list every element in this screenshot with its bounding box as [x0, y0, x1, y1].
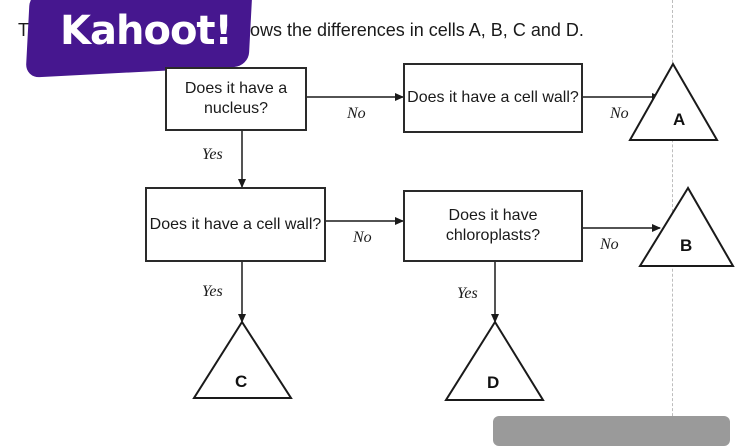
box-cell-wall-2-text: Does it have a cell wall? [149, 215, 322, 233]
label-nucleus-no: No [347, 105, 366, 122]
result-b-label: B [680, 236, 693, 255]
label-chloro-yes: Yes [457, 285, 478, 302]
result-c-label: C [235, 372, 248, 391]
result-a-label: A [673, 110, 686, 129]
box-nucleus: Does it have a nucleus? [165, 67, 307, 131]
triangle-a [628, 61, 719, 141]
intro-rest: hows the differences in cells A, B, C an… [240, 20, 584, 40]
box-chloroplasts: Does it have chloroplasts? [403, 190, 583, 262]
box-chloroplasts-text: Does it have chloroplasts? [445, 207, 541, 244]
label-wall1-no: No [610, 105, 629, 122]
box-cell-wall-1: Does it have a cell wall? [403, 63, 583, 133]
label-nucleus-yes: Yes [202, 146, 223, 163]
label-chloro-no: No [600, 236, 619, 253]
box-nucleus-text: Does it have a nucleus? [184, 80, 288, 117]
triangle-b [638, 186, 735, 267]
triangle-d [444, 320, 545, 401]
kahoot-logo-text: Kahoot! [60, 8, 233, 54]
label-wall2-no: No [353, 229, 372, 246]
intro-lead: T [18, 20, 29, 40]
flowchart-connectors [192, 61, 735, 401]
triangle-c [192, 320, 293, 399]
intro-text: T hows the differences in cells A, B, C … [18, 20, 584, 41]
box-cell-wall-2: Does it have a cell wall? [145, 187, 326, 262]
label-wall2-yes: Yes [202, 283, 223, 300]
result-d-label: D [487, 373, 500, 392]
bottom-panel-edge [493, 416, 730, 446]
box-cell-wall-1-text: Does it have a cell wall? [407, 89, 579, 106]
